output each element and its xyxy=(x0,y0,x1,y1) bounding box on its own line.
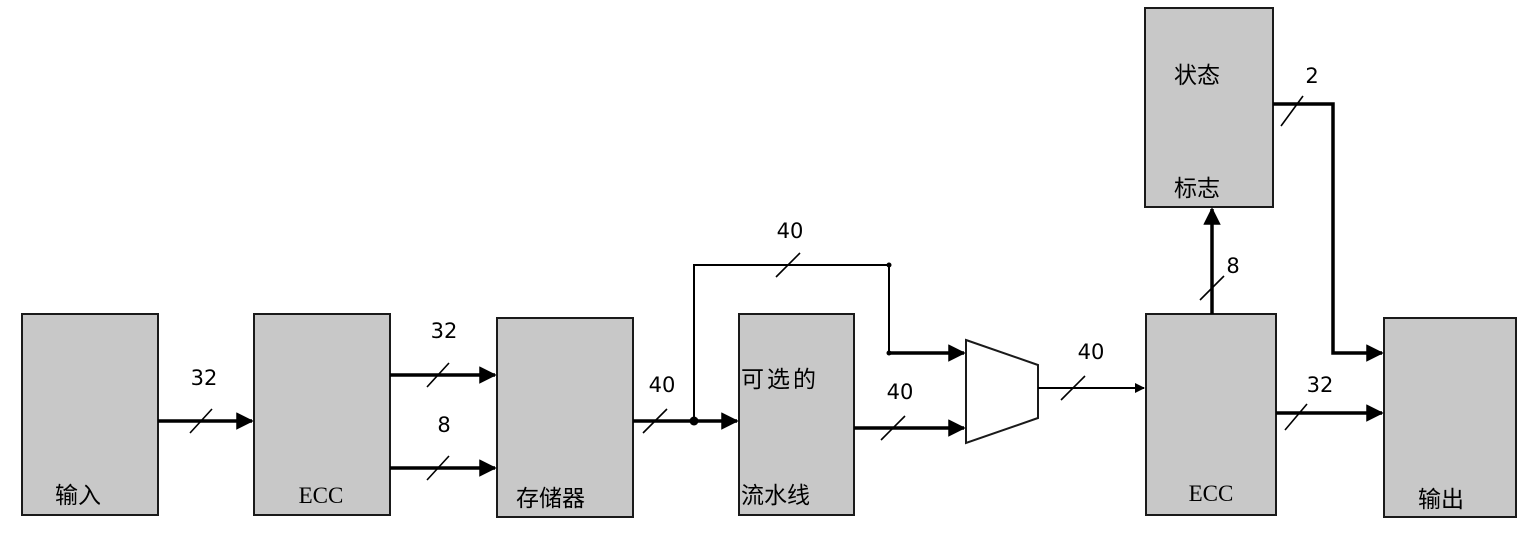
bus-slash-bypass xyxy=(775,252,801,278)
bus-width-data-out: 32 xyxy=(1307,373,1334,397)
bus-slash-memory-out xyxy=(642,408,668,434)
ecc-decoder-label: ECC xyxy=(1189,481,1234,506)
bus-width-memory-out: 40 xyxy=(649,373,676,397)
bus-width-pipeline-out: 40 xyxy=(887,380,914,404)
ecc-encoder-label: ECC xyxy=(299,483,344,508)
bus-slash-input xyxy=(189,408,213,434)
output-block xyxy=(1383,317,1517,518)
bus-width-syndrome: 8 xyxy=(1226,254,1239,278)
ecc-decoder-block xyxy=(1145,313,1277,516)
bus-width-input: 32 xyxy=(191,366,218,390)
bus-width-ecc-check: 8 xyxy=(437,413,450,437)
bus-slash-syndrome xyxy=(1199,275,1225,301)
input-block xyxy=(21,313,159,516)
junction-dot-memory-out xyxy=(689,416,699,426)
bus-width-mux-out: 40 xyxy=(1078,340,1105,364)
bus-slash-pipeline-out xyxy=(880,415,906,441)
junction-dot-bypass-down xyxy=(886,350,892,356)
output-label: 输出 xyxy=(1418,487,1464,513)
bus-width-ecc-data: 32 xyxy=(431,319,458,343)
memory-block xyxy=(496,317,634,518)
bus-slash-ecc-data xyxy=(426,362,450,388)
status-flags-block xyxy=(1144,7,1274,208)
pipeline-label-top: 可选的 xyxy=(741,367,819,393)
multiplexer xyxy=(965,338,1039,445)
bypass-wire-upper xyxy=(693,264,890,421)
bus-width-bypass: 40 xyxy=(777,219,804,243)
ecc-encoder-block xyxy=(253,313,391,516)
bus-slash-mux-out xyxy=(1060,375,1086,401)
pipeline-block xyxy=(738,313,855,516)
pipeline-label-bottom: 流水线 xyxy=(741,483,810,509)
status-to-output-wire xyxy=(1273,102,1384,362)
bus-slash-ecc-check xyxy=(426,455,450,481)
bus-slash-data-out xyxy=(1284,403,1308,431)
bus-width-status: 2 xyxy=(1305,64,1318,88)
junction-dot-bypass xyxy=(886,262,892,268)
bus-slash-status xyxy=(1280,95,1304,127)
status-label-top: 状态 xyxy=(1174,63,1220,89)
memory-label: 存储器 xyxy=(516,486,585,512)
input-label: 输入 xyxy=(55,483,101,509)
status-label-bottom: 标志 xyxy=(1174,176,1220,202)
